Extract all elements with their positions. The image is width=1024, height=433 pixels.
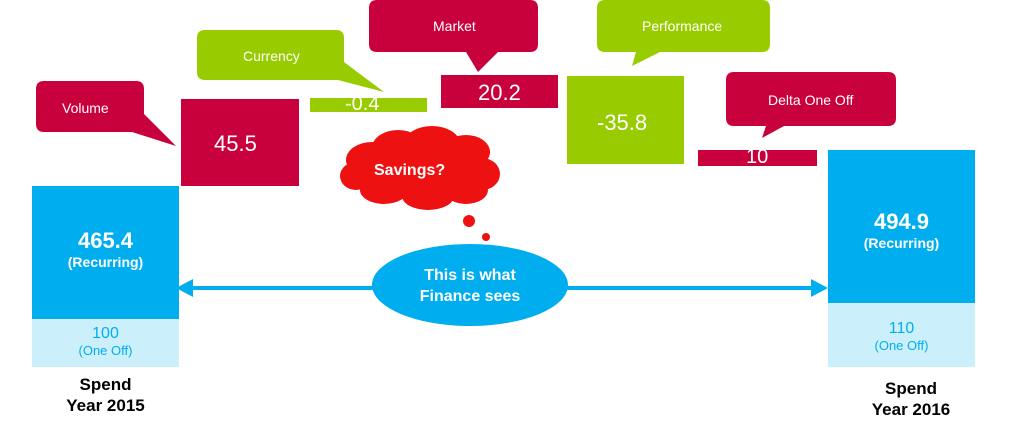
spend-2015-year-line1: Spend <box>79 375 132 394</box>
thought-bubble-medium <box>482 233 490 241</box>
callout-performance-shape <box>597 0 770 66</box>
bar-performance <box>567 76 684 164</box>
callout-market-text: Market <box>433 18 476 34</box>
callout-market-shape <box>369 0 538 72</box>
spend-2016-year-label: Spend Year 2016 <box>828 378 994 420</box>
spend-2016-recurring-caption: (Recurring) <box>863 235 940 251</box>
spend-2016-year-line2: Year 2016 <box>871 400 951 419</box>
spend-2015-recurring-label: 465.4 (Recurring) <box>32 228 179 270</box>
spend-2016-oneoff-caption: (One Off) <box>874 338 929 353</box>
thought-bubble-large <box>463 215 475 227</box>
callout-volume-text: Volume <box>62 100 109 116</box>
spend-2016-year-line1: Spend <box>885 379 937 398</box>
bar-performance-value: -35.8 <box>597 110 648 135</box>
bar-delta-one-off <box>698 150 817 166</box>
spend-2016-oneoff-value: 110 <box>888 320 915 337</box>
finance-ellipse <box>372 244 568 326</box>
bar-currency-value: -0.4 <box>345 93 380 115</box>
finance-ellipse-line2: Finance sees <box>419 288 521 305</box>
spend-2016-recurring-value: 494.9 <box>873 209 930 234</box>
spend-2015-oneoff-label: 100 (One Off) <box>32 325 179 358</box>
spend-2015-oneoff-caption: (One Off) <box>78 343 133 358</box>
spend-2016-recurring-label: 494.9 (Recurring) <box>828 209 975 251</box>
finance-ellipse-line1: This is what <box>424 267 516 284</box>
spend-2015-recurring-caption: (Recurring) <box>67 254 144 270</box>
callout-performance-text: Performance <box>642 18 723 34</box>
spend-2016-oneoff-label: 110 (One Off) <box>828 320 975 353</box>
callout-delta-shape <box>726 72 896 138</box>
callout-volume-shape <box>36 81 176 146</box>
callout-delta-text: Delta One Off <box>768 92 854 108</box>
bar-volume <box>181 99 299 186</box>
bar-market-value: 20.2 <box>478 80 521 105</box>
bar-volume-value: 45.5 <box>214 131 257 156</box>
spend-2015-year-line2: Year 2015 <box>66 396 145 415</box>
finance-ellipse-text: This is what Finance sees <box>372 265 568 307</box>
callout-currency-text: Currency <box>243 48 300 64</box>
bar-2016-oneoff <box>828 303 975 367</box>
bar-currency <box>310 98 427 112</box>
spend-2015-recurring-value: 465.4 <box>77 228 134 253</box>
savings-cloud-text: Savings? <box>374 162 446 179</box>
bar-delta-one-off-value: 10 <box>746 146 769 168</box>
bar-2015-recurring <box>32 186 179 319</box>
savings-cloud <box>340 126 500 210</box>
spend-2015-oneoff-value: 100 <box>92 325 119 342</box>
finance-arrow-left-head <box>176 279 193 297</box>
spend-2015-year-label: Spend Year 2015 <box>32 374 179 416</box>
callout-currency-shape <box>197 30 384 92</box>
bar-2016-recurring <box>828 150 975 303</box>
finance-arrow-right-head <box>811 279 828 297</box>
bar-market <box>441 75 558 108</box>
bar-2015-oneoff <box>32 319 179 367</box>
